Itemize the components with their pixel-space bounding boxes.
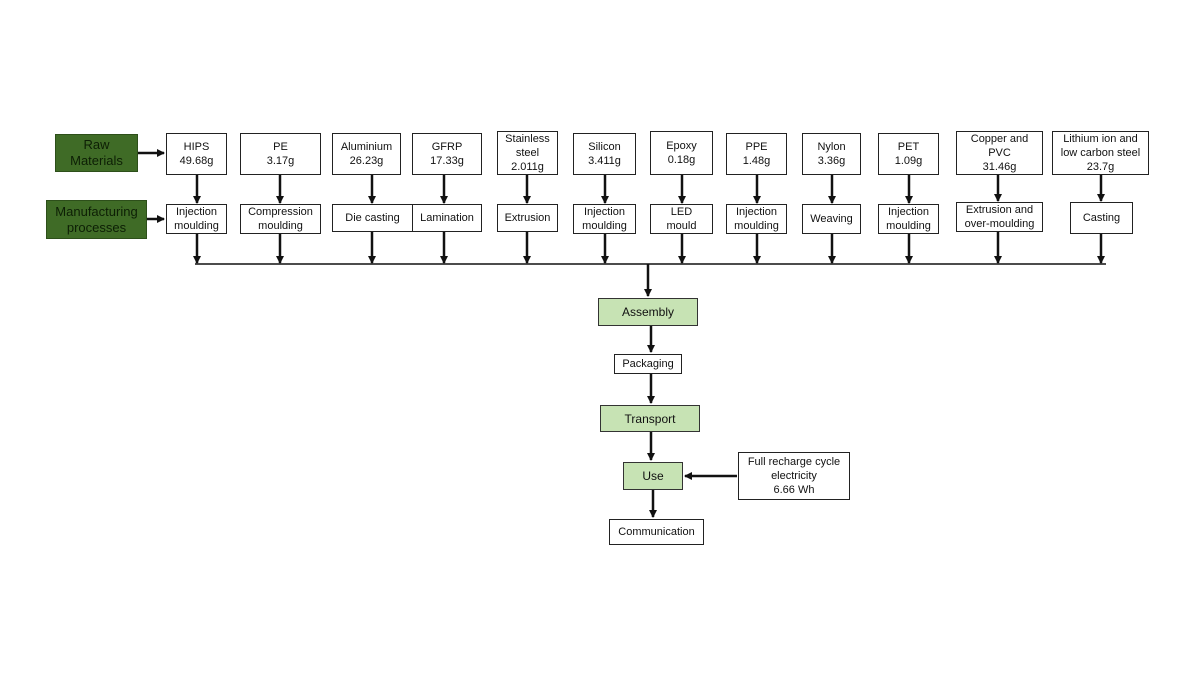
material-box: Aluminium 26.23g bbox=[332, 133, 401, 175]
process-box: Injection moulding bbox=[573, 204, 636, 234]
material-box: Lithium ion and low carbon steel 23.7g bbox=[1052, 131, 1149, 175]
process-box: Extrusion bbox=[497, 204, 558, 232]
material-box: Epoxy 0.18g bbox=[650, 131, 713, 175]
material-box: HIPS 49.68g bbox=[166, 133, 227, 175]
process-box: Injection moulding bbox=[726, 204, 787, 234]
process-box: Extrusion and over-moulding bbox=[956, 202, 1043, 232]
material-box: GFRP 17.33g bbox=[412, 133, 482, 175]
process-box: Casting bbox=[1070, 202, 1133, 234]
transport-stage: Transport bbox=[600, 405, 700, 432]
process-box: Injection moulding bbox=[878, 204, 939, 234]
communication-stage: Communication bbox=[609, 519, 704, 545]
process-box: Injection moulding bbox=[166, 204, 227, 234]
process-box: Die casting bbox=[332, 204, 413, 232]
manufacturing-processes-label: Manufacturing processes bbox=[46, 200, 147, 239]
packaging-stage: Packaging bbox=[614, 354, 682, 374]
material-box: Copper and PVC 31.46g bbox=[956, 131, 1043, 175]
process-box: LED mould bbox=[650, 204, 713, 234]
process-box: Weaving bbox=[802, 204, 861, 234]
process-box: Compression moulding bbox=[240, 204, 321, 234]
electricity-input: Full recharge cycle electricity 6.66 Wh bbox=[738, 452, 850, 500]
material-box: PPE 1.48g bbox=[726, 133, 787, 175]
material-box: PET 1.09g bbox=[878, 133, 939, 175]
material-box: Silicon 3.411g bbox=[573, 133, 636, 175]
material-box: Nylon 3.36g bbox=[802, 133, 861, 175]
material-box: Stainless steel 2.011g bbox=[497, 131, 558, 175]
use-stage: Use bbox=[623, 462, 683, 490]
material-box: PE 3.17g bbox=[240, 133, 321, 175]
raw-materials-label: Raw Materials bbox=[55, 134, 138, 172]
assembly-stage: Assembly bbox=[598, 298, 698, 326]
process-box: Lamination bbox=[412, 204, 482, 232]
